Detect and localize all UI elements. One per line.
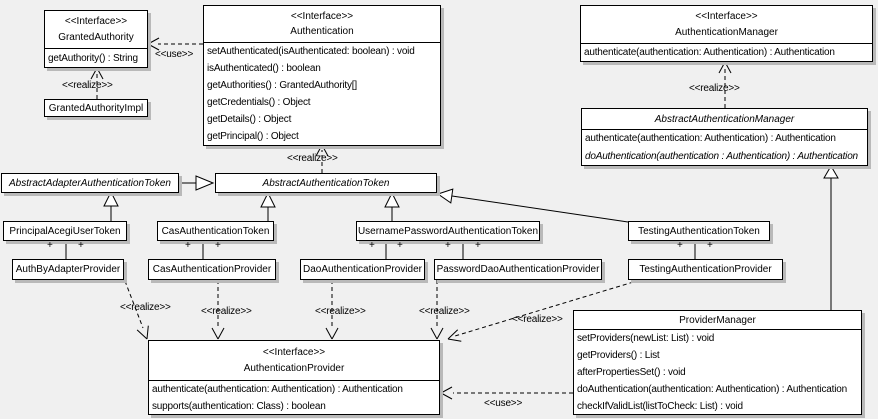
composition-plus: + xyxy=(707,240,713,251)
composition-plus: + xyxy=(397,240,403,251)
class-auth-by-adapter-provider: AuthByAdapterProvider xyxy=(12,259,124,280)
stereotype: <<Interface>> xyxy=(695,11,758,22)
generalization-usernamepassword-token xyxy=(384,191,400,221)
class-name: AuthenticationManager xyxy=(675,27,778,38)
composition-links xyxy=(65,241,696,259)
class-name: PasswordDaoAuthenticationProvider xyxy=(436,264,600,275)
composition-plus: + xyxy=(47,240,53,251)
method: getAuthority() : String xyxy=(48,53,138,64)
class-name: AbstractAuthenticationToken xyxy=(262,177,390,189)
use-label: <<use>> xyxy=(484,398,523,409)
generalization-testing-token xyxy=(436,188,629,223)
composition-plus: + xyxy=(78,240,84,251)
class-abstract-authentication-manager: AbstractAuthenticationManager authentica… xyxy=(581,108,868,166)
method: authenticate(authentication: Authenticat… xyxy=(584,47,835,58)
class-name: AuthByAdapterProvider xyxy=(15,264,121,275)
use-label: <<use>> xyxy=(155,49,194,60)
composition-plus: + xyxy=(475,240,481,251)
class-abstract-adapter-authentication-token: AbstractAdapterAuthenticationToken xyxy=(1,173,179,193)
composition-plus: + xyxy=(215,240,221,251)
class-testing-authentication-token: TestingAuthenticationToken xyxy=(628,221,770,241)
class-name: DaoAuthenticationProvider xyxy=(303,264,422,275)
method: getAuthorities() : GrantedAuthority[] xyxy=(207,80,357,91)
method: checkIfValidList(listToCheck: List) : vo… xyxy=(577,401,743,412)
class-provider-manager: ProviderManager setProviders(newList: Li… xyxy=(573,310,862,415)
class-name: GrantedAuthority xyxy=(58,32,134,43)
stereotype: <<Interface>> xyxy=(262,346,326,358)
class-name: Authentication xyxy=(290,26,354,38)
class-cas-authentication-token: CasAuthenticationToken xyxy=(157,221,274,241)
class-name: AbstractAdapterAuthenticationToken xyxy=(9,177,171,189)
use-arrow-authentication-to-grantedauthority xyxy=(147,37,203,51)
realize-arrow-abstracttoken xyxy=(315,144,329,173)
method: authenticate(authentication: Authenticat… xyxy=(152,384,403,395)
composition-plus: + xyxy=(677,240,683,251)
method: doAuthentication(authentication: Authent… xyxy=(577,384,847,395)
method: setProviders(newList: List) : void xyxy=(577,333,715,344)
stereotype: <<Interface>> xyxy=(64,16,128,27)
method: getDetails() : Object xyxy=(207,114,292,125)
realize-arrow-grantedauthorityimpl xyxy=(90,67,104,99)
use-arrow-providermanager xyxy=(440,386,573,400)
realize-arrow-testingprovider xyxy=(447,279,641,342)
class-authentication-provider: <<Interface>> AuthenticationProvider aut… xyxy=(148,340,440,415)
class-name: CasAuthenticationProvider xyxy=(152,264,272,275)
class-granted-authority-impl: GrantedAuthorityImpl xyxy=(44,99,148,117)
class-name: ProviderManager xyxy=(679,314,756,326)
realize-arrow-authbyadapter xyxy=(124,280,149,340)
class-name: PrincipalAcegiUserToken xyxy=(9,225,121,237)
generalization-principal-token xyxy=(103,190,119,221)
generalization-cas-token xyxy=(260,191,276,221)
class-dao-authentication-provider: DaoAuthenticationProvider xyxy=(300,259,425,280)
method: authenticate(authentication: Authenticat… xyxy=(585,133,836,144)
method: isAuthenticated() : boolean xyxy=(207,63,321,74)
class-testing-authentication-provider: TestingAuthenticationProvider xyxy=(628,259,783,280)
realize-arrow-passworddaoprovider xyxy=(430,280,444,340)
class-name: CasAuthenticationToken xyxy=(161,225,270,237)
class-password-dao-authentication-provider: PasswordDaoAuthenticationProvider xyxy=(434,259,602,280)
method: afterPropertiesSet() : void xyxy=(577,367,686,378)
class-abstract-authentication-token: AbstractAuthenticationToken xyxy=(215,173,437,193)
class-authentication-manager: <<Interface>> AuthenticationManager auth… xyxy=(580,5,873,62)
class-name: GrantedAuthorityImpl xyxy=(48,102,144,114)
class-name: TestingAuthenticationToken xyxy=(638,225,760,237)
realize-label: <<realize>> xyxy=(689,83,740,94)
class-name: TestingAuthenticationProvider xyxy=(639,264,772,275)
class-name: AuthenticationProvider xyxy=(243,363,345,375)
realize-arrow-abstractmanager xyxy=(718,61,732,108)
realize-label: <<realize>> xyxy=(62,80,113,91)
realize-label: <<realize>> xyxy=(120,302,171,313)
method: getPrincipal() : Object xyxy=(207,131,299,142)
method: setAuthenticated(isAuthenticated: boolea… xyxy=(207,46,415,57)
realize-label: <<realize>> xyxy=(419,306,470,317)
class-principal-acegi-user-token: PrincipalAcegiUserToken xyxy=(3,221,127,241)
method: supports(authentication: Class) : boolea… xyxy=(152,401,326,412)
realize-label: <<realize>> xyxy=(201,306,252,317)
class-name: UsernamePasswordAuthenticationToken xyxy=(357,225,539,237)
method: doAuthentication(authentication : Authen… xyxy=(585,151,858,162)
composition-plus: + xyxy=(369,240,375,251)
composition-plus: + xyxy=(185,240,191,251)
realize-label: <<realize>> xyxy=(512,314,563,325)
class-authentication: <<Interface>> Authentication setAuthenti… xyxy=(203,5,441,146)
realize-arrow-casprovider xyxy=(211,280,225,340)
generalization-providermanager xyxy=(823,165,839,310)
realize-label: <<realize>> xyxy=(315,306,366,317)
class-username-password-authentication-token: UsernamePasswordAuthenticationToken xyxy=(356,221,540,241)
class-cas-authentication-provider: CasAuthenticationProvider xyxy=(148,259,276,280)
realize-arrow-daoprovider xyxy=(325,280,339,340)
class-granted-authority: <<Interface>> GrantedAuthority getAuthor… xyxy=(44,10,148,68)
method: getCredentials() : Object xyxy=(207,97,311,108)
method: getProviders() : List xyxy=(577,350,660,361)
class-name: AbstractAuthenticationManager xyxy=(654,113,795,125)
realize-label: <<realize>> xyxy=(287,153,338,164)
composition-plus: + xyxy=(445,240,451,251)
stereotype: <<Interface>> xyxy=(290,10,354,22)
generalization-adapter-token xyxy=(179,175,215,191)
